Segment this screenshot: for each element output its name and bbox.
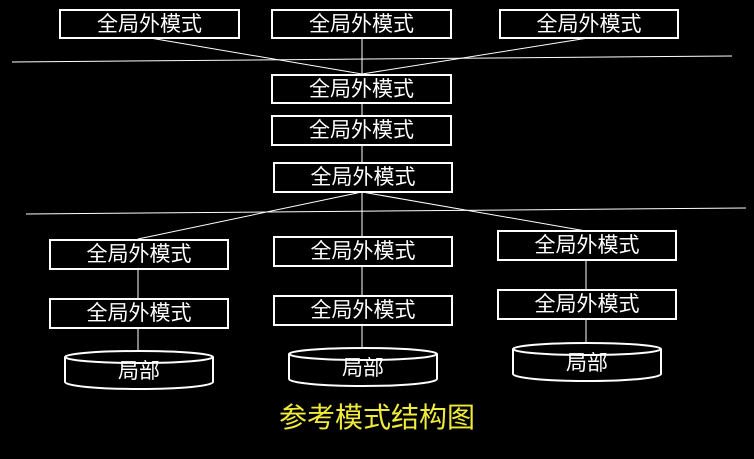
connector-top-left <box>149 37 363 75</box>
middle-box-1: 全局外模式 <box>271 74 452 104</box>
divider-line-bottom <box>25 207 747 215</box>
database-cylinder-icon <box>288 347 438 387</box>
site-1-database: 局部 <box>64 350 214 390</box>
database-cylinder-icon <box>64 350 214 390</box>
site-3-database-label: 局部 <box>566 351 608 375</box>
site-3-database: 局部 <box>512 342 662 382</box>
site-3-upper-box: 全局外模式 <box>497 230 677 261</box>
site-2-upper-box: 全局外模式 <box>273 236 453 267</box>
diagram-caption: 参考模式结构图 <box>278 401 475 434</box>
middle-box-3: 全局外模式 <box>273 162 453 193</box>
top-external-box-1: 全局外模式 <box>59 9 240 39</box>
connector-fan-right <box>361 191 587 232</box>
site-1-database-label: 局部 <box>118 359 160 383</box>
divider-line-top <box>11 55 733 63</box>
site-3-lower-box: 全局外模式 <box>497 289 677 320</box>
middle-box-2: 全局外模式 <box>271 115 452 146</box>
site-2-database-label: 局部 <box>342 356 384 380</box>
site-2-lower-box: 全局外模式 <box>273 295 453 326</box>
connector-top-right <box>361 37 589 75</box>
top-external-box-2: 全局外模式 <box>271 9 452 39</box>
site-1-lower-box: 全局外模式 <box>49 298 229 329</box>
site-2-database: 局部 <box>288 347 438 387</box>
top-external-box-3: 全局外模式 <box>499 9 679 39</box>
database-cylinder-icon <box>512 342 662 382</box>
connector-fan-left <box>137 191 363 240</box>
site-1-upper-box: 全局外模式 <box>49 239 229 270</box>
